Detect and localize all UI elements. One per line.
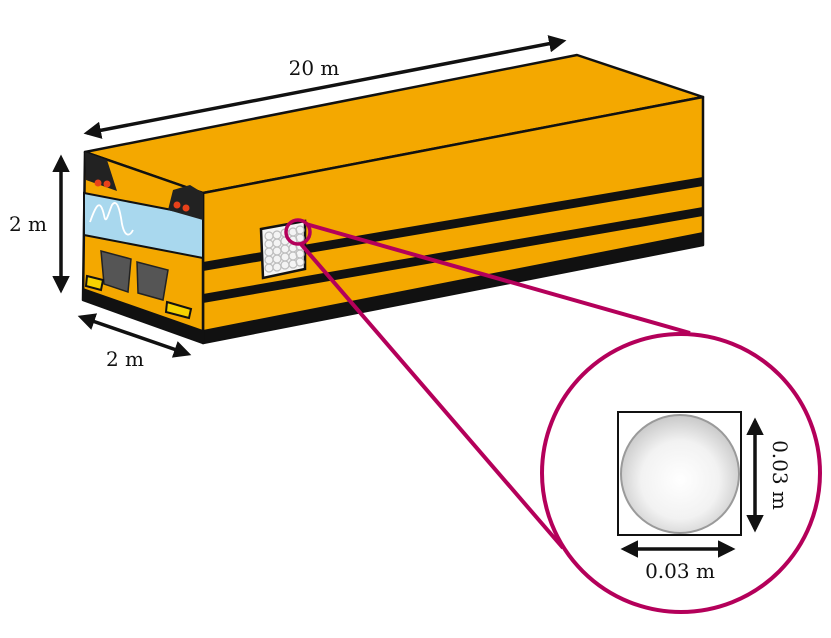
dimension-arrows	[52, 35, 567, 358]
length-arrow	[83, 35, 567, 139]
windshield	[83, 191, 204, 260]
detail-height-label: 0.03 m	[768, 440, 792, 510]
width-arrow	[77, 313, 192, 358]
sphere-panel	[259, 219, 307, 280]
warning-light	[182, 204, 190, 212]
callout-source-circle	[284, 218, 312, 246]
height-label: 2 m	[9, 212, 47, 236]
callout-line-lower	[298, 241, 565, 550]
warning-light	[173, 201, 181, 209]
zoomed-cell	[617, 411, 742, 536]
zoom-callout: 0.03 m 0.03 m	[284, 218, 822, 614]
sphere	[620, 414, 740, 534]
front-light-housing-right	[168, 185, 203, 220]
side-stripe-lower	[203, 207, 703, 303]
warning-light	[94, 179, 102, 187]
school-bus	[81, 53, 705, 345]
detail-width-label: 0.03 m	[645, 559, 715, 583]
warning-light	[103, 180, 111, 188]
headlight-left	[84, 274, 105, 292]
side-stripe-upper	[203, 177, 703, 271]
side-skirt	[203, 232, 703, 343]
width-label: 2 m	[106, 347, 144, 371]
grille-right	[136, 261, 169, 301]
grille-left	[100, 249, 132, 294]
callout-line-upper	[305, 222, 691, 335]
length-label: 20 m	[289, 56, 340, 80]
windshield-reflection	[89, 202, 134, 236]
